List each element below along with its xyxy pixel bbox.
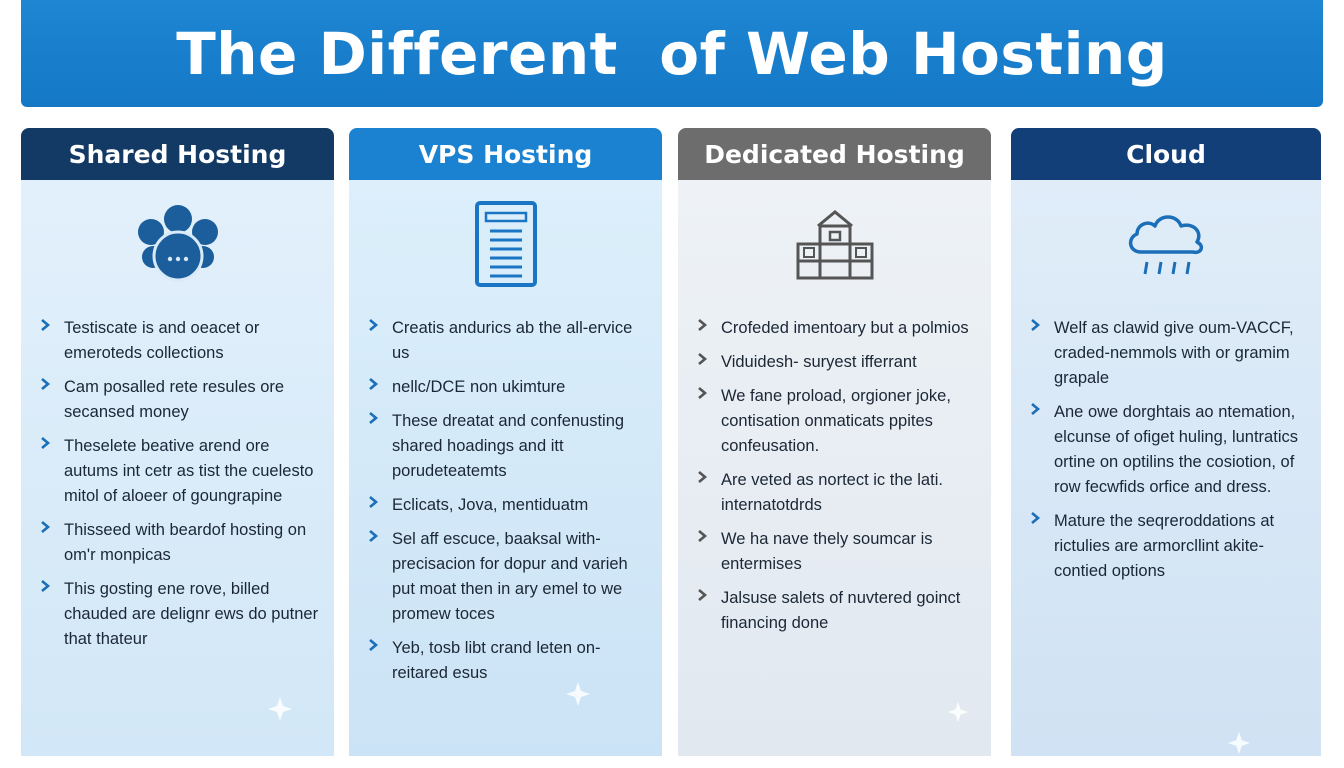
chevron-right-icon bbox=[41, 521, 51, 533]
cloud-icon bbox=[1128, 215, 1204, 275]
column-header-dedicated: Dedicated Hosting bbox=[678, 128, 991, 180]
list-item: These dreatat and confenusting shared ho… bbox=[367, 409, 648, 484]
column-dedicated-hosting: Dedicated Hosting Crofeded imentoary but… bbox=[678, 128, 991, 756]
chevron-right-icon bbox=[369, 496, 379, 508]
list-item: Thisseed with beardof hosting on om'r mo… bbox=[39, 518, 320, 568]
column-header-vps: VPS Hosting bbox=[349, 128, 662, 180]
server-icon bbox=[474, 201, 537, 287]
chevron-right-icon bbox=[41, 319, 51, 331]
list-item: This gosting ene rove, billed chauded ar… bbox=[39, 577, 320, 652]
list-item: nellc/DCE non ukimture bbox=[367, 375, 648, 400]
list-item: Crofeded imentoary but a polmios bbox=[696, 316, 977, 341]
chevron-right-icon bbox=[1031, 403, 1041, 415]
shared-users-icon bbox=[137, 205, 218, 282]
chevron-right-icon bbox=[41, 437, 51, 449]
column-body-vps: Creatis andurics ab the all-ervice us ne… bbox=[349, 180, 662, 756]
chevron-right-icon bbox=[1031, 512, 1041, 524]
list-item: Creatis andurics ab the all-ervice us bbox=[367, 316, 648, 366]
chevron-right-icon bbox=[698, 589, 708, 601]
chevron-right-icon bbox=[698, 530, 708, 542]
column-cloud: Cloud Welf as clawid give oum-VACCF, cra… bbox=[1011, 128, 1321, 756]
list-item: Eclicats, Jova, mentiduatm bbox=[367, 493, 648, 518]
chevron-right-icon bbox=[698, 471, 708, 483]
chevron-right-icon bbox=[698, 319, 708, 331]
list-item: Mature the seqreroddations at rictulies … bbox=[1029, 509, 1307, 584]
column-vps-hosting: VPS Hosting Creatis andurics ab the all-… bbox=[349, 128, 662, 756]
chevron-right-icon bbox=[369, 319, 379, 331]
chevron-right-icon bbox=[369, 378, 379, 390]
chevron-right-icon bbox=[698, 353, 708, 365]
chevron-right-icon bbox=[369, 530, 379, 542]
star-decoration-icon bbox=[566, 682, 590, 706]
chevron-right-icon bbox=[1031, 319, 1041, 331]
chevron-right-icon bbox=[41, 378, 51, 390]
list-item: Theselete beative arend ore autums int c… bbox=[39, 434, 320, 509]
column-header-cloud: Cloud bbox=[1011, 128, 1321, 180]
list-item: Ane owe dorghtais ao ntemation, elcunse … bbox=[1029, 400, 1307, 500]
column-body-shared: Testiscate is and oeacet or emeroteds co… bbox=[21, 180, 334, 756]
star-decoration-icon bbox=[1227, 731, 1251, 755]
list-item: Cam posalled rete resules ore secansed m… bbox=[39, 375, 320, 425]
list-item: Sel aff escuce, baaksal with-precisacion… bbox=[367, 527, 648, 627]
column-shared-hosting: Shared Hosting Testiscate is and oeacet … bbox=[21, 128, 334, 756]
star-decoration-icon bbox=[947, 701, 969, 723]
list-item: Testiscate is and oeacet or emeroteds co… bbox=[39, 316, 320, 366]
page-title: The Different of Web Hosting bbox=[176, 19, 1168, 88]
chevron-right-icon bbox=[41, 580, 51, 592]
chevron-right-icon bbox=[369, 639, 379, 651]
list-item: Welf as clawid give oum-VACCF, craded-ne… bbox=[1029, 316, 1307, 391]
column-body-cloud: Welf as clawid give oum-VACCF, craded-ne… bbox=[1011, 180, 1321, 756]
title-banner: The Different of Web Hosting bbox=[21, 0, 1323, 107]
star-decoration-icon bbox=[268, 697, 292, 721]
column-header-shared: Shared Hosting bbox=[21, 128, 334, 180]
list-item: Are veted as nortect ic the lati. intern… bbox=[696, 468, 977, 518]
list-item: Jalsuse salets of nuvtered goinct financ… bbox=[696, 586, 977, 636]
list-item: Yeb, tosb libt crand leten on-reitared e… bbox=[367, 636, 648, 686]
list-item: We fane proload, orgioner joke, contisat… bbox=[696, 384, 977, 459]
building-icon bbox=[796, 210, 873, 280]
chevron-right-icon bbox=[369, 412, 379, 424]
column-body-dedicated: Crofeded imentoary but a polmios Viduide… bbox=[678, 180, 991, 756]
list-item: We ha nave thely soumcar is entermises bbox=[696, 527, 977, 577]
chevron-right-icon bbox=[698, 387, 708, 399]
list-item: Viduidesh- suryest ifferrant bbox=[696, 350, 977, 375]
